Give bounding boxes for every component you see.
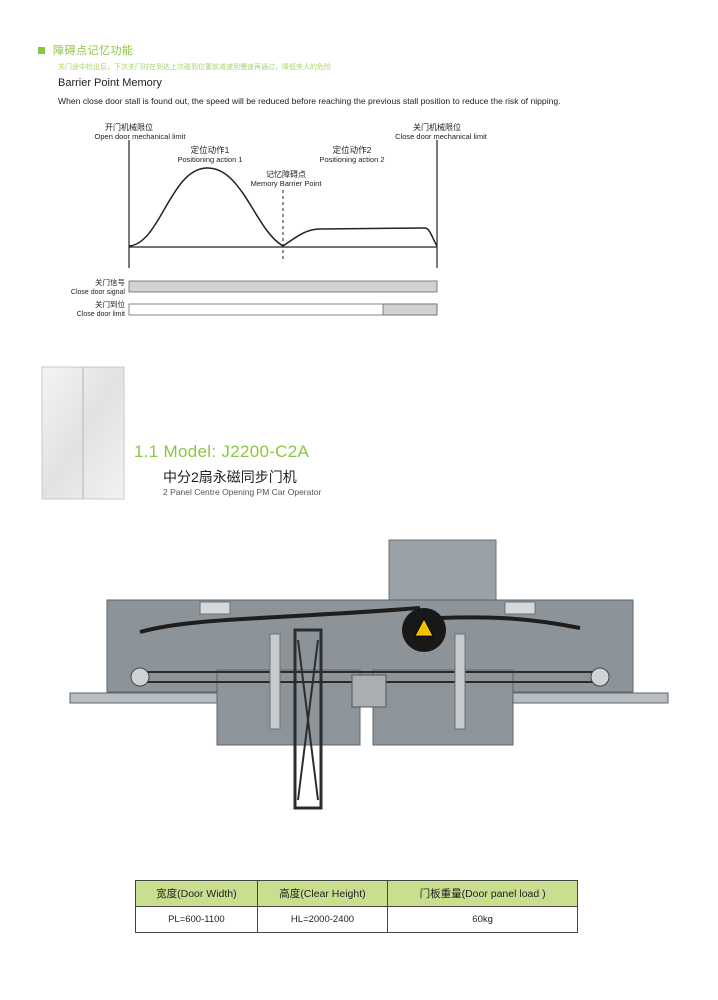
model-name-cn: 中分2扇永磁同步门机 <box>163 469 297 485</box>
open-limit-en: Open door mechanical limit <box>95 132 187 141</box>
door-operator-image <box>69 539 669 810</box>
bracket-left <box>269 633 281 730</box>
mounting-plate <box>388 539 497 601</box>
action1-cn: 定位动作1 <box>191 145 230 155</box>
door-knife <box>293 628 323 810</box>
bullet-square-icon <box>38 46 45 54</box>
open-limit-cn: 开门机械限位 <box>105 122 153 132</box>
close-limit-en: Close door mechanical limit <box>395 132 488 141</box>
value-door-width: PL=600-1100 <box>135 906 258 933</box>
section-subtitle: 关门途中检出后，下次关门时在到达上次碰到位置前减速到慢速再通过，降低夹人的危险 <box>58 64 331 71</box>
action2-cn: 定位动作2 <box>333 145 372 155</box>
speed-curve <box>128 167 438 247</box>
memory-description: When close door stall is found out, the … <box>58 96 561 106</box>
pulley-right <box>590 667 610 687</box>
section-title: 障碍点记忆功能 <box>53 45 134 57</box>
header-clear-height: 高度(Clear Height) <box>256 880 389 907</box>
spec-table-row: PL=600-1100 HL=2000-2400 60kg <box>135 906 578 933</box>
header-door-panel-load: 门板重量(Door panel load ) <box>387 880 578 907</box>
speed-curve-diagram: 开门机械限位 Open door mechanical limit 关门机械限位… <box>71 122 488 318</box>
close-limit-bar-fill <box>382 303 438 316</box>
bracket-right <box>454 633 466 730</box>
barrier-cn: 记忆障碍点 <box>266 169 306 179</box>
spec-table-header-row: 宽度(Door Width) 高度(Clear Height) 门板重量(Doo… <box>135 880 578 907</box>
close-signal-bar <box>128 280 438 293</box>
memory-title: Barrier Point Memory <box>58 77 162 89</box>
action1-en: Positioning action 1 <box>177 155 242 164</box>
signal-cn: 关门信号 <box>95 277 125 287</box>
header-door-width: 宽度(Door Width) <box>135 880 258 907</box>
limit-en: Close door limit <box>77 311 125 318</box>
limit-cn: 关门到位 <box>95 299 125 309</box>
cable-chain-left <box>139 606 421 634</box>
pulley-left <box>130 667 150 687</box>
value-door-panel-load: 60kg <box>387 906 578 933</box>
action2-en: Positioning action 2 <box>319 155 384 164</box>
barrier-en: Memory Barrier Point <box>251 179 323 188</box>
section-heading: 障碍点记忆功能 <box>38 42 134 58</box>
model-name-en: 2 Panel Centre Opening PM Car Operator <box>163 487 322 497</box>
signal-en: Close door signal <box>71 289 126 296</box>
spec-table: 宽度(Door Width) 高度(Clear Height) 门板重量(Doo… <box>135 880 578 933</box>
door-panels-image <box>41 366 125 500</box>
close-limit-cn: 关门机械限位 <box>413 122 461 132</box>
warning-icon <box>414 618 434 637</box>
value-clear-height: HL=2000-2400 <box>256 906 389 933</box>
cable-chain-right <box>439 615 581 630</box>
model-title: 1.1 Model: J2200-C2A <box>134 442 310 461</box>
door-lock <box>351 674 387 708</box>
